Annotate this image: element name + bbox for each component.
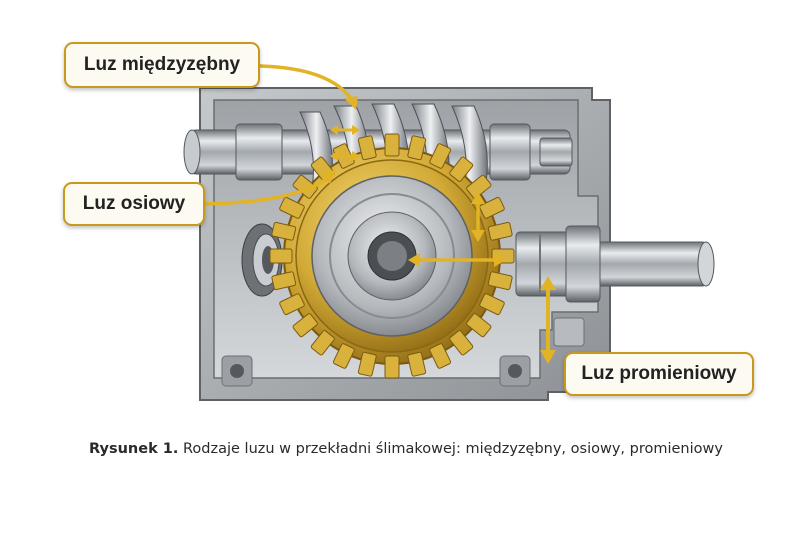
gear-tooth: [279, 196, 305, 219]
gear-tooth: [384, 133, 400, 157]
gear-tooth: [279, 293, 305, 316]
gear-tooth: [384, 355, 400, 379]
callout-radial-label: Luz promieniowy: [581, 363, 737, 384]
gear-tooth: [407, 135, 427, 161]
callout-radial-backlash: Luz promieniowy: [564, 352, 754, 396]
gear-tooth: [466, 313, 492, 338]
gear-tooth: [429, 343, 452, 369]
worm-wheel-gear: [269, 133, 515, 379]
gear-tooth: [487, 221, 513, 241]
callout-axial-backlash: Luz osiowy: [63, 182, 205, 226]
caption-text: Rodzaje luzu w przekładni ślimakowej: mi…: [182, 441, 723, 457]
output-shaft: [515, 225, 715, 303]
gear-tooth: [449, 156, 474, 182]
caption-label: Rysunek 1.: [89, 441, 179, 457]
gear-tooth: [449, 330, 474, 356]
figure-caption: Rysunek 1. Rodzaje luzu w przekładni śli…: [89, 441, 723, 457]
backlash-arrows: [203, 64, 556, 364]
gear-tooth: [407, 351, 427, 377]
gear-tooth: [292, 313, 318, 338]
callout-interdental-label: Luz międzyzębny: [83, 54, 241, 75]
gear-tooth: [429, 143, 452, 169]
gear-tooth: [357, 135, 377, 161]
gear-tooth: [271, 271, 297, 291]
gear-tooth: [357, 351, 377, 377]
callout-axial-label: Luz osiowy: [82, 193, 186, 214]
gear-tooth: [269, 248, 293, 264]
gear-tooth: [487, 271, 513, 291]
gear-tooth: [271, 221, 297, 241]
gear-tooth: [479, 196, 505, 219]
gear-tooth: [332, 343, 355, 369]
callout-interdental-backlash: Luz międzyzębny: [64, 42, 260, 88]
gear-tooth: [479, 293, 505, 316]
gear-tooth: [466, 174, 492, 199]
gear-tooth: [310, 330, 335, 356]
